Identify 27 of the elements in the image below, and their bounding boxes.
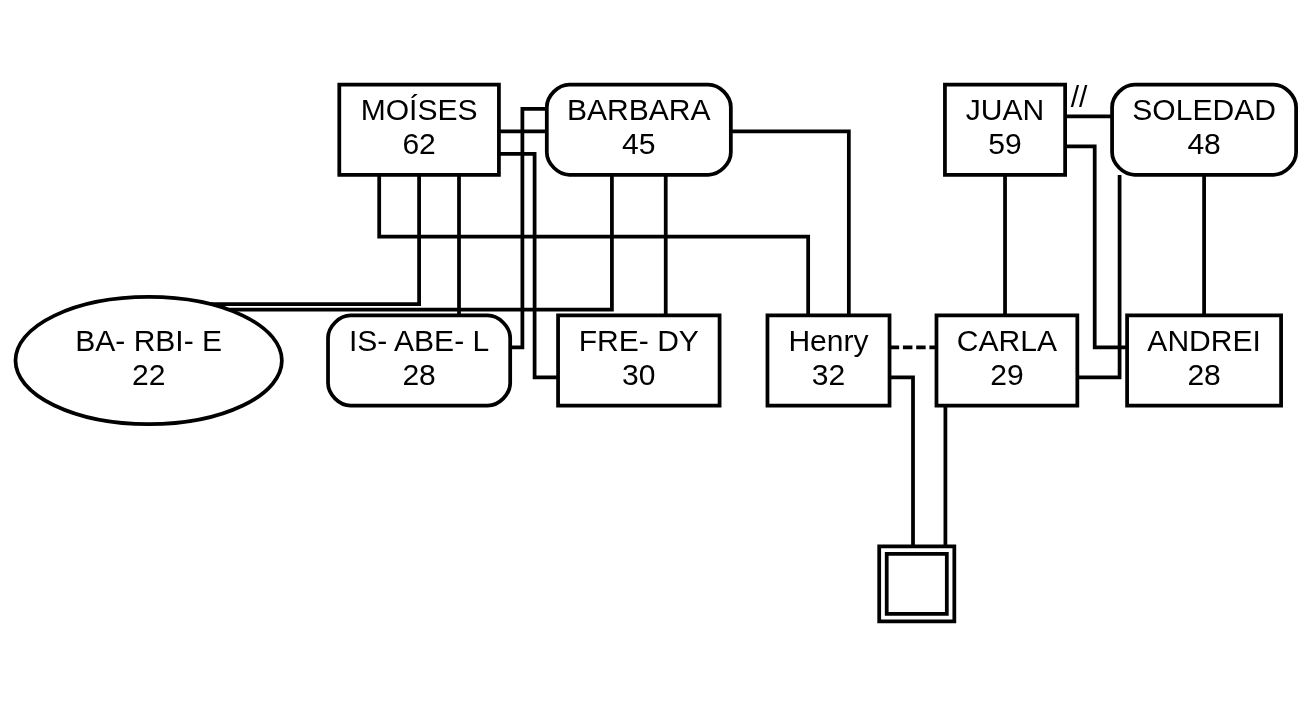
connector <box>1065 144 1127 350</box>
connector <box>1202 175 1206 316</box>
node-box: Henry 32 <box>765 313 892 408</box>
connector <box>229 175 614 312</box>
connector <box>1077 175 1122 380</box>
connector <box>210 175 421 306</box>
connector <box>377 175 811 316</box>
node-box: ANDREI 28 <box>1125 313 1283 408</box>
node-box: SOLEDAD 48 <box>1110 82 1298 177</box>
connector <box>510 106 547 350</box>
node-box: CARLA 29 <box>934 313 1080 408</box>
connector <box>730 129 851 316</box>
connector <box>663 175 668 316</box>
edge-label: // <box>1070 79 1088 113</box>
node-box <box>877 544 957 624</box>
connector <box>457 175 461 316</box>
connector <box>499 129 547 134</box>
node-box: IS- ABE- L 28 <box>326 313 513 408</box>
connector <box>943 405 948 547</box>
connector <box>889 345 937 350</box>
node-box: BARBARA 45 <box>544 82 733 177</box>
node-ellipse: BA- RBI- E 22 <box>13 295 284 427</box>
node-box: JUAN 59 <box>943 82 1067 177</box>
node-box: FRE- DY 30 <box>556 313 722 408</box>
connector <box>1065 114 1112 119</box>
connector <box>1003 175 1007 316</box>
node-box: MOÍSES 62 <box>337 82 501 177</box>
